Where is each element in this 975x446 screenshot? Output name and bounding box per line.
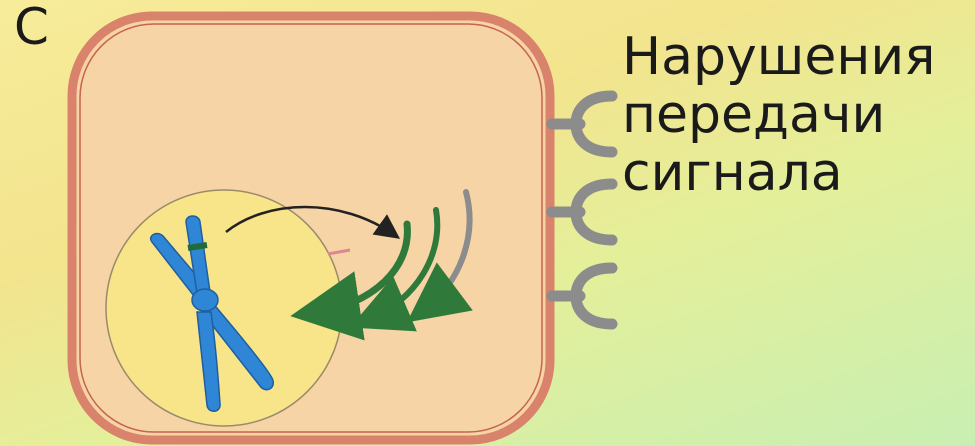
caption: Нарушения передачи сигнала	[622, 28, 935, 202]
nucleus	[106, 190, 342, 426]
receptor-2	[552, 184, 612, 240]
chromosome-band	[188, 245, 207, 248]
receptor-1	[552, 96, 612, 152]
caption-line-3: сигнала	[622, 144, 935, 202]
receptor-3	[552, 268, 612, 324]
caption-line-1: Нарушения	[622, 28, 935, 86]
receptor-icon	[552, 96, 612, 324]
caption-line-2: передачи	[622, 86, 935, 144]
